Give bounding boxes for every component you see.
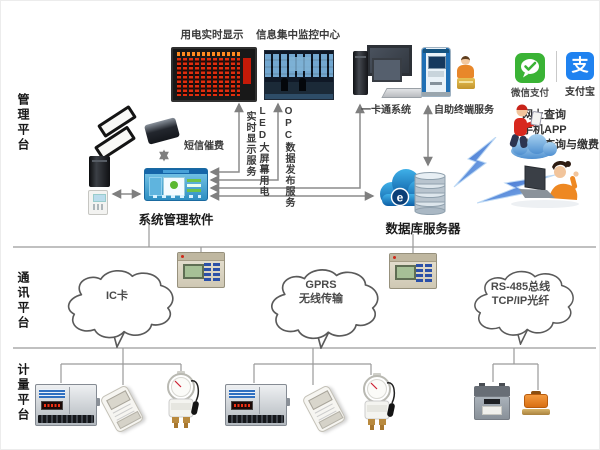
kiosk-service-label: 自助终端服务	[434, 105, 494, 116]
data-collector-icon	[177, 252, 225, 288]
database-label: 数据库服务器	[385, 222, 461, 236]
wechat-pay-icon	[515, 53, 545, 83]
software-screenshot	[144, 168, 208, 201]
water-meter-icon	[363, 373, 396, 430]
cloud-shape-ic	[67, 270, 174, 348]
cloud-rider-icon	[509, 104, 557, 159]
platform-label-metering: 计量平台	[16, 363, 30, 423]
gas-meter-icon	[474, 383, 510, 420]
desktop-computer-icon	[351, 45, 427, 99]
alipay-icon: 支	[566, 52, 594, 80]
led-display-label: 用电实时显示	[180, 29, 244, 41]
line-software-cardsystem	[209, 103, 365, 193]
meter-box-icon	[225, 384, 290, 426]
monitor-center-label: 信息集中监控中心	[256, 29, 340, 41]
platform-label-communication: 通讯平台	[16, 271, 30, 331]
divider	[556, 51, 557, 82]
wechat-pay-label: 微信支付	[510, 88, 549, 99]
data-collector-icon	[389, 253, 437, 289]
opc-service-label: OPC数据发布服务	[283, 106, 294, 208]
led-service-label-col1: LED大屏幕用电	[257, 106, 268, 197]
cloud-label-ic: IC卡	[106, 290, 128, 302]
bank-card-icon	[457, 78, 475, 89]
control-room-photo	[264, 50, 334, 100]
led-display	[171, 47, 257, 102]
lightning-icon	[477, 174, 555, 204]
card-system-label: 一卡通系统	[361, 105, 411, 116]
cloud-shape-gprs	[270, 269, 379, 349]
database-cloud-icon: e	[380, 169, 446, 215]
kiosk-icon	[421, 47, 451, 97]
tower-pc-icon	[89, 156, 110, 187]
database-logo-glyph: e	[397, 191, 404, 205]
meter-box-icon	[35, 384, 100, 426]
person-icon	[456, 56, 475, 78]
platform-label-management: 管理平台	[16, 93, 30, 153]
valve-icon	[522, 391, 550, 417]
lightning-icon	[453, 137, 497, 188]
software-label: 系统管理软件	[138, 213, 214, 227]
alipay-label: 支付宝	[565, 87, 595, 98]
cloud-shape-rs485	[474, 270, 574, 345]
sms-billing-label: 短信催费	[184, 141, 224, 152]
laptop-user-icon	[511, 160, 579, 208]
card-reader-icon	[88, 190, 108, 215]
led-service-label-col2: 实时显示服务	[244, 111, 255, 177]
water-meter-icon	[167, 371, 200, 428]
